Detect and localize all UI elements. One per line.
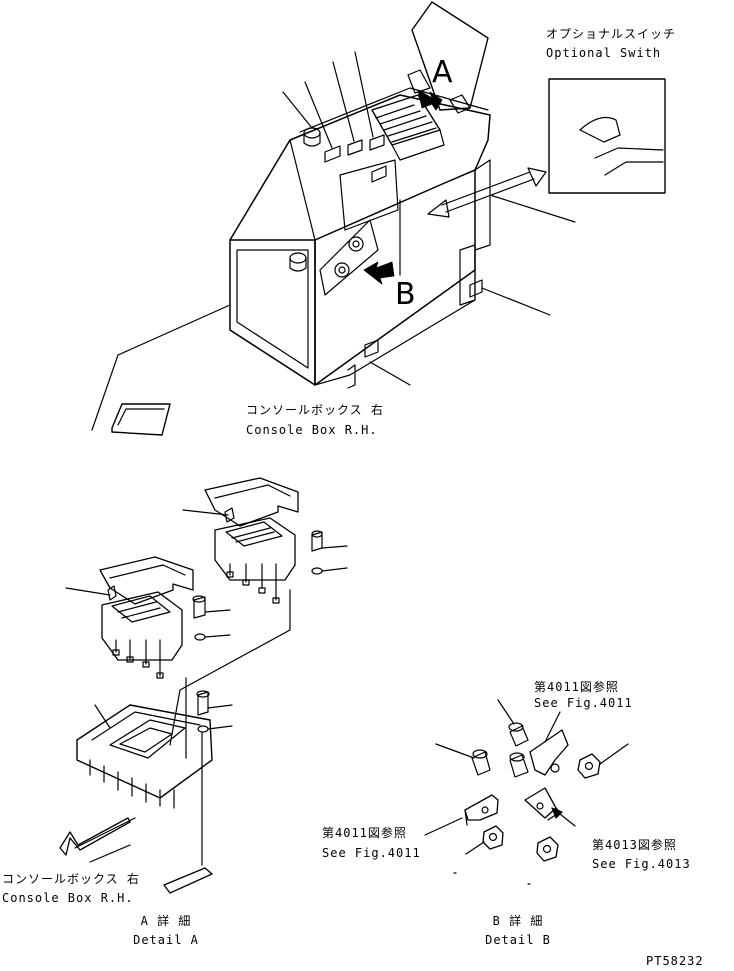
figure-code: PT58232	[646, 954, 704, 968]
letter-b: B	[395, 277, 416, 312]
console-box-bottom-label-jp: コンソールボックス 右	[2, 872, 140, 886]
see-fig-4011-left-en: See Fig.4011	[322, 846, 421, 860]
console-box-bottom-label-en: Console Box R.H.	[2, 891, 134, 905]
see-fig-4011-top-en: See Fig.4011	[534, 696, 633, 710]
detail-b-title-jp: B 詳 細	[492, 914, 544, 928]
detail-a-title-jp: A 詳 細	[140, 914, 192, 928]
console-box-drawing	[91, 1, 666, 436]
see-fig-4011-left-jp: 第4011図参照	[322, 826, 407, 840]
optional-switch-label-en: Optional Swith	[546, 46, 662, 60]
detail-b-title-en: Detail B	[485, 933, 551, 947]
see-fig-4013-jp: 第4013図参照	[592, 838, 677, 852]
console-box-top-label-jp: コンソールボックス 右	[246, 403, 384, 417]
detail-a-drawing	[59, 477, 348, 894]
see-fig-4013-en: See Fig.4013	[592, 857, 691, 871]
detail-a-title-en: Detail A	[133, 933, 199, 947]
see-fig-4011-top-jp: 第4011図参照	[534, 680, 619, 694]
letter-a: A	[432, 55, 453, 90]
optional-switch-label-jp: オプショナルスイッチ	[546, 27, 677, 41]
console-box-top-label-en: Console Box R.H.	[246, 423, 378, 437]
detail-b-drawing	[424, 699, 629, 885]
